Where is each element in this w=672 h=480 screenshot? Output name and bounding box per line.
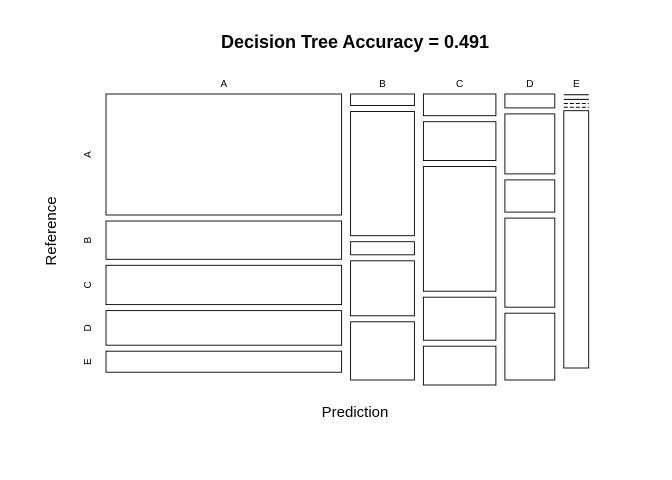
cell-pred-B-ref-E bbox=[350, 321, 415, 381]
row-tick-labels: A B C D E bbox=[83, 151, 94, 365]
cell-pred-B-ref-D bbox=[350, 260, 415, 317]
chart-title: Decision Tree Accuracy = 0.491 bbox=[221, 32, 489, 52]
cell-pred-A-ref-B bbox=[105, 220, 343, 260]
row-label-A: A bbox=[83, 151, 94, 158]
y-axis-label: Reference bbox=[43, 196, 60, 265]
cell-pred-A-ref-A bbox=[105, 93, 343, 216]
cell-pred-E-ref-E bbox=[563, 110, 590, 369]
row-label-D: D bbox=[83, 324, 94, 331]
cell-pred-D-ref-B bbox=[504, 113, 556, 175]
column-tick-labels: A B C D E bbox=[220, 79, 580, 90]
column-label-A: A bbox=[220, 79, 227, 90]
cell-pred-C-ref-C bbox=[422, 166, 497, 292]
row-label-E: E bbox=[83, 358, 94, 365]
row-label-C: C bbox=[83, 281, 94, 288]
cell-pred-D-ref-C bbox=[504, 179, 556, 213]
cell-pred-B-ref-B bbox=[350, 111, 415, 237]
cell-pred-C-ref-D bbox=[422, 296, 497, 341]
cell-pred-D-ref-A bbox=[504, 93, 556, 109]
column-label-E: E bbox=[573, 79, 580, 90]
cell-pred-A-ref-D bbox=[105, 310, 343, 346]
x-axis-label: Prediction bbox=[322, 404, 389, 421]
cell-pred-D-ref-D bbox=[504, 217, 556, 308]
cell-pred-C-ref-B bbox=[422, 121, 497, 161]
row-label-B: B bbox=[83, 237, 94, 244]
cell-pred-C-ref-A bbox=[422, 93, 497, 117]
mosaic-cells bbox=[105, 93, 590, 386]
cell-pred-B-ref-A bbox=[350, 93, 415, 106]
cell-pred-D-ref-E bbox=[504, 312, 556, 381]
cell-pred-B-ref-C bbox=[350, 241, 415, 256]
cell-pred-A-ref-C bbox=[105, 264, 343, 306]
column-label-B: B bbox=[379, 79, 386, 90]
column-label-C: C bbox=[456, 79, 463, 90]
cell-pred-A-ref-E bbox=[105, 350, 343, 373]
cell-pred-C-ref-E bbox=[422, 345, 497, 386]
column-label-D: D bbox=[526, 79, 533, 90]
